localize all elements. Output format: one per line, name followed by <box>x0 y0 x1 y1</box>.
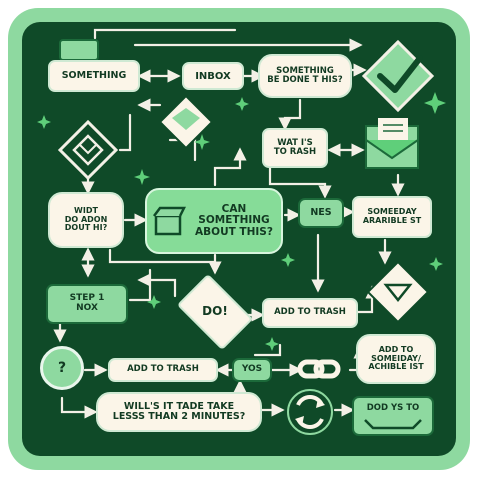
node-question[interactable]: ? <box>40 346 84 390</box>
sparkle-icon <box>37 92 446 351</box>
open-box-icon <box>153 206 186 236</box>
node-someday-list[interactable]: SOMEEDAY ARARIBLE ST <box>352 196 432 238</box>
checkmark-diamond-icon <box>361 39 435 113</box>
node-something[interactable]: SOMETHING <box>48 60 140 92</box>
node-add-to-someday[interactable]: ADD TO SOMEIDAY/ ACHIBLE IST <box>356 334 436 384</box>
chain-link-icon <box>297 359 341 379</box>
tray-icon <box>364 419 422 430</box>
node-what-is-to-rash[interactable]: WAT I'S TO RASH <box>262 128 328 168</box>
envelope-icon <box>365 118 419 169</box>
node-widt-do-adon[interactable]: WIDT DO ADON DOUT HI? <box>48 192 124 248</box>
node-add-to-trash-left[interactable]: ADD TO TRASH <box>108 358 218 382</box>
node-nes[interactable]: NES <box>298 198 344 228</box>
node-add-to-trash-right[interactable]: ADD TO TRASH <box>262 298 358 328</box>
node-two-minutes[interactable]: WILL'S IT TADE TAKE LESSS THAN 2 MINUTES… <box>96 392 262 432</box>
folder-tab-icon <box>59 39 99 61</box>
node-yos[interactable]: YOS <box>232 358 272 382</box>
node-something-be-done[interactable]: SOMETHING BE DONE T HIS? <box>258 54 352 98</box>
diamond-box-icon <box>57 119 119 181</box>
node-dod-ys-to[interactable]: DOD YS TO <box>352 396 434 436</box>
diamond-icon <box>158 94 214 150</box>
recycle-icon <box>287 389 333 435</box>
triangle-diamond-icon <box>366 260 430 324</box>
node-do-label: DO! <box>202 304 228 319</box>
node-inbox[interactable]: INBOX <box>182 62 244 90</box>
node-step-1-nox[interactable]: STEP 1 NOX <box>46 284 128 324</box>
